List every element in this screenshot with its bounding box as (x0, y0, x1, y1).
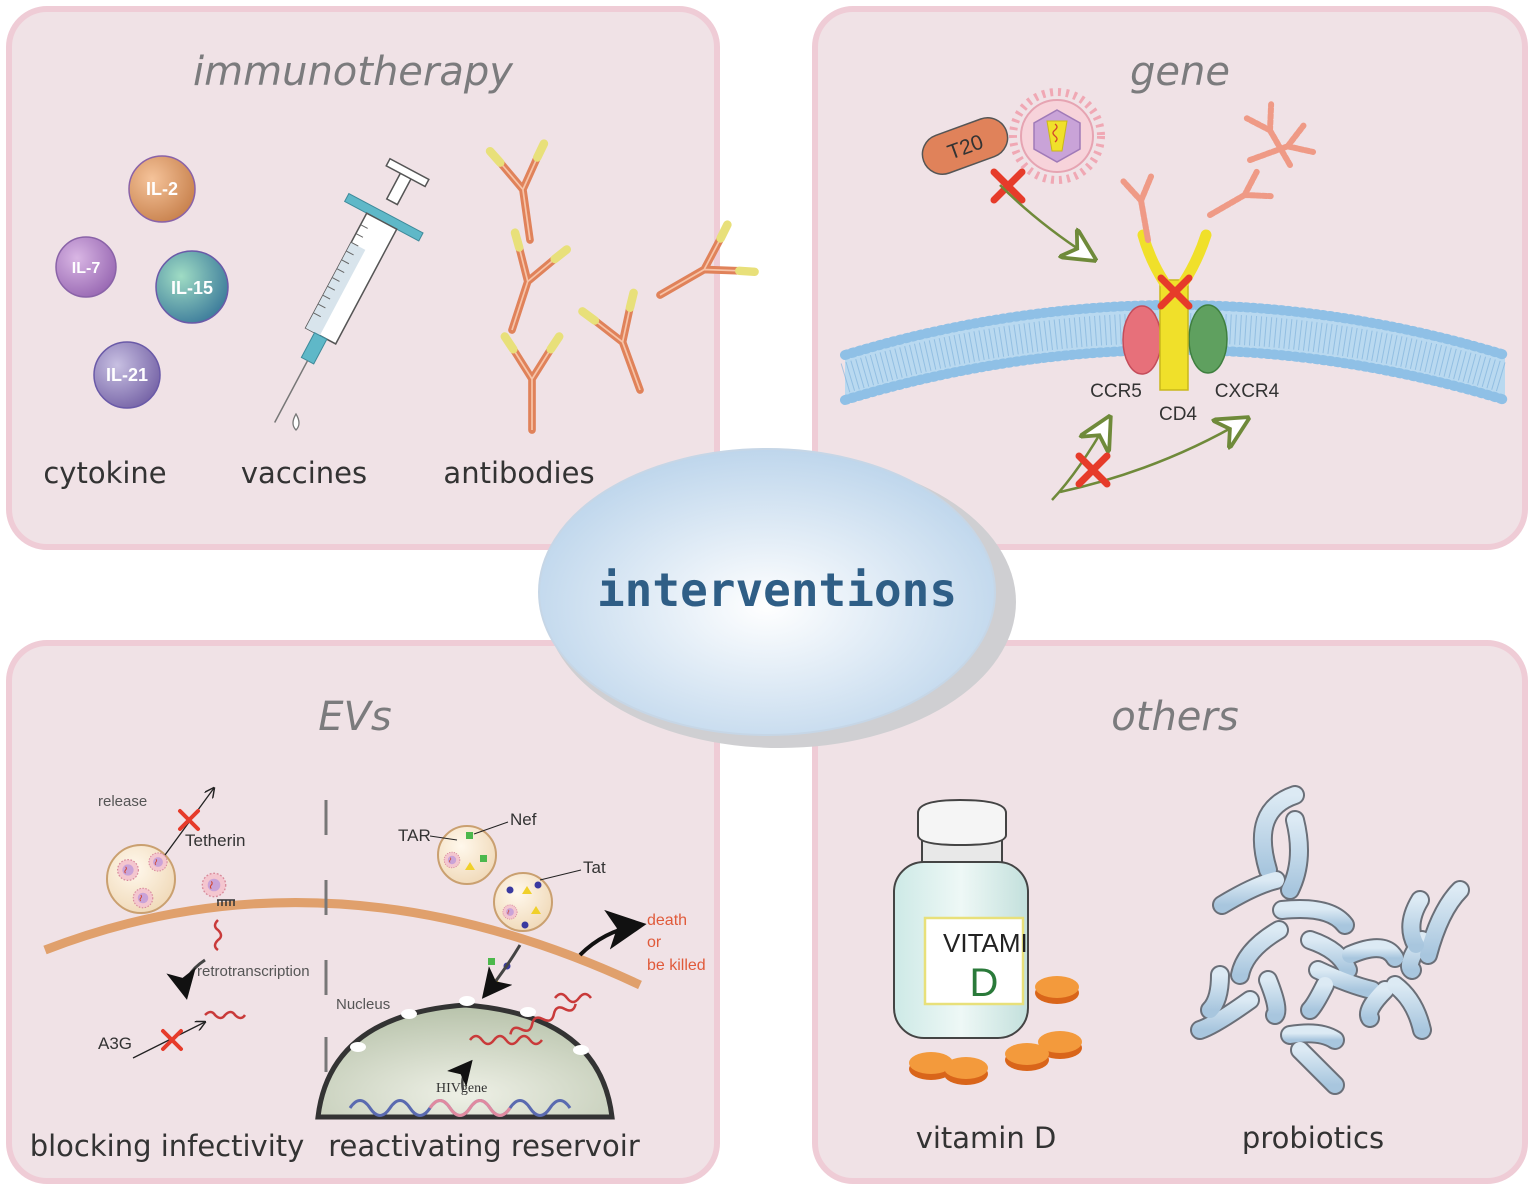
a3g-label: A3G (98, 1034, 132, 1053)
il15-sphere (155, 250, 229, 324)
tat-pointer (539, 869, 582, 881)
il15-label: IL-15 (171, 278, 213, 298)
gene-arrow-ccr5 (1051, 420, 1108, 501)
vitamin-d-caption: vitamin D (916, 1121, 1057, 1155)
il21-label: IL-21 (106, 365, 148, 385)
center-ellipse (538, 448, 996, 736)
x-mark-a3g (161, 1029, 183, 1051)
reactivating-reservoir-caption: reactivating reservoir (328, 1129, 640, 1163)
x-mark-t20 (990, 168, 1026, 204)
retrotranscription-arrow (166, 958, 206, 1000)
nef-label: Nef (510, 810, 537, 829)
gene-title: gene (1130, 49, 1230, 95)
tar-pointer (429, 835, 458, 841)
extracellular-vesicle-bottom (493, 872, 553, 932)
entry-arrow (481, 944, 522, 999)
free-virion (201, 872, 227, 898)
transcript-rna-3 (554, 992, 592, 1004)
center-label: interventions (597, 563, 957, 617)
nef-pointer (473, 821, 509, 835)
vaccines-caption: vaccines (241, 456, 367, 490)
hivgene-arrow (447, 1059, 473, 1091)
bottle-label-line2: D (970, 961, 999, 1005)
il2-label: IL-2 (146, 179, 178, 199)
tetherin-icon (217, 899, 235, 906)
probiotic-bacteria (1190, 785, 1470, 1095)
x-mark-gene (1075, 452, 1111, 488)
antibodies-caption: antibodies (443, 456, 594, 490)
tetherin-label: Tetherin (185, 831, 245, 850)
x-mark-cd4 (1157, 274, 1193, 310)
hiv-virion (1009, 88, 1105, 184)
death-arrow (578, 909, 647, 957)
t20-arrow (999, 184, 1092, 258)
t20-pill: T20 (921, 117, 1009, 175)
extracellular-vesicle-top (437, 825, 497, 885)
tat-label: Tat (583, 858, 606, 877)
cxcr4-label: CXCR4 (1215, 381, 1280, 402)
outcome-death: death (647, 912, 687, 929)
gene-arrow-cxcr4 (1059, 420, 1245, 494)
nucleus-label: Nucleus (336, 996, 390, 1013)
viral-rna-strand (213, 919, 223, 952)
retrotranscription-label: retrotranscription (197, 963, 310, 980)
vitamin-d-bottle: VITAMI D (893, 798, 1029, 1039)
il2-sphere (128, 155, 196, 223)
ccr5-receptor (1122, 305, 1162, 375)
outcome-or: or (647, 934, 662, 951)
transcript-rna-2 (509, 1003, 577, 1035)
syringe-icon (274, 157, 430, 423)
cytokine-group: IL-2 IL-7 IL-15 IL-21 (55, 155, 229, 409)
viral-dna-strand (204, 1010, 247, 1020)
release-label: release (98, 793, 147, 810)
outcome-be-killed: be killed (647, 957, 706, 974)
extracellular-vesicle-left (106, 844, 176, 914)
immunotherapy-title: immunotherapy (193, 49, 514, 95)
cytokine-caption: cytokine (43, 456, 166, 490)
vaccine-drop-icon (292, 412, 300, 431)
il7-label: IL-7 (72, 260, 101, 277)
cxcr4-receptor (1188, 304, 1228, 374)
panel-others (812, 640, 1528, 1184)
bottle-label-line1: VITAMI (943, 928, 1028, 958)
a3g-arrow (132, 1022, 205, 1059)
ccr5-label: CCR5 (1090, 381, 1142, 402)
evs-title: EVs (318, 694, 391, 740)
cell-membrane (43, 898, 642, 990)
il7-sphere (55, 236, 117, 298)
x-mark-release (178, 809, 200, 831)
blocking-infectivity-caption: blocking infectivity (30, 1129, 305, 1163)
cd4-label: CD4 (1159, 404, 1197, 425)
il21-sphere (93, 341, 161, 409)
tar-label: TAR (398, 826, 431, 845)
others-title: others (1111, 694, 1238, 740)
transcript-rna-1 (469, 1034, 543, 1046)
probiotics-caption: probiotics (1242, 1121, 1384, 1155)
